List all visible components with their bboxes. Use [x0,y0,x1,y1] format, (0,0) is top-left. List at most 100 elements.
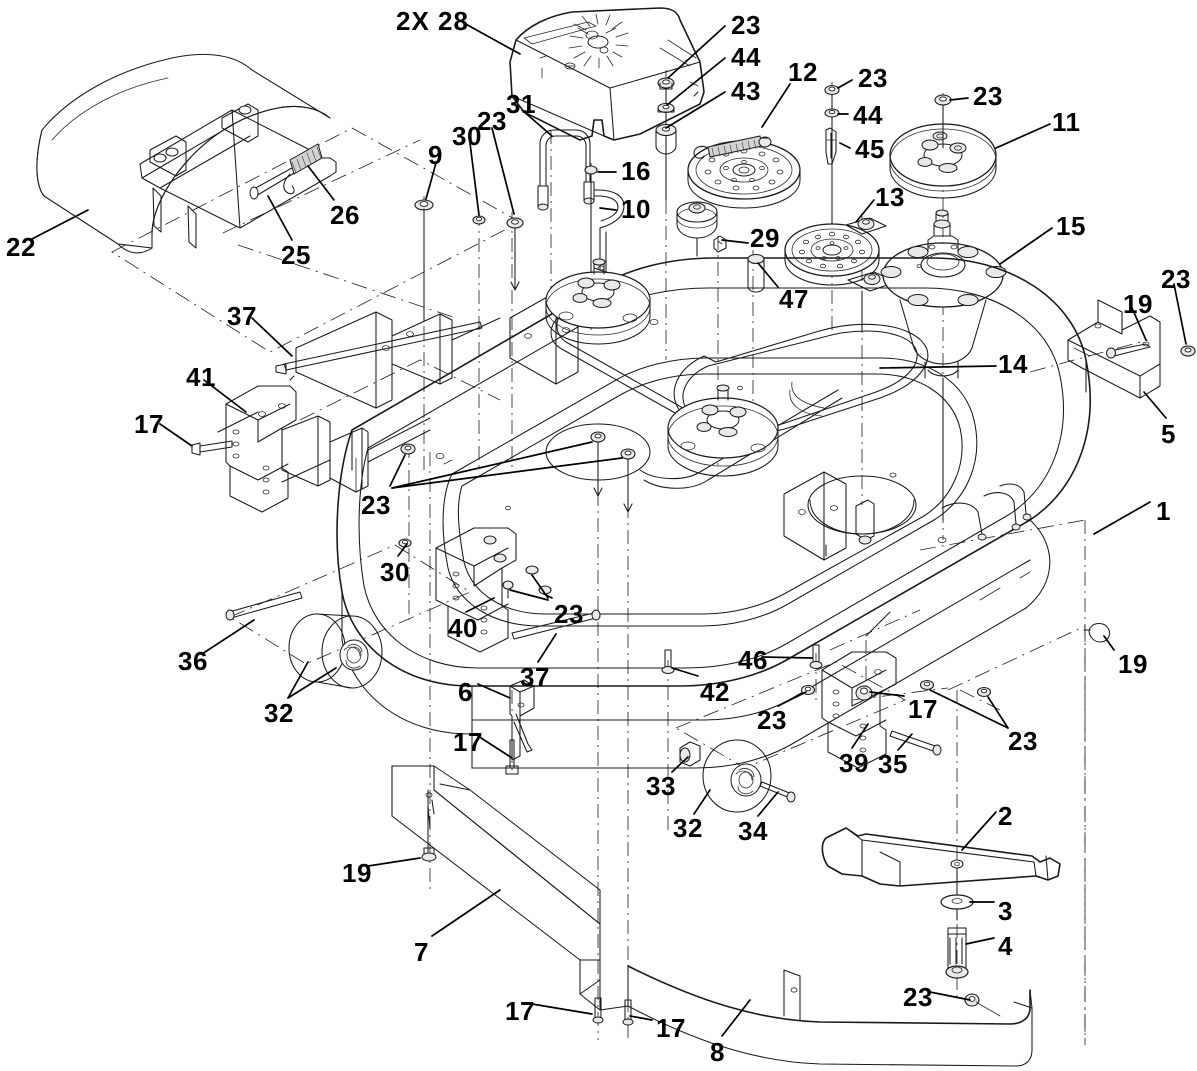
part-23-nuts-bracket40 [502,565,553,601]
part-34-axle [759,781,796,803]
callout-label-32b: 32 [673,813,703,843]
deck-spindle-center [667,384,779,477]
part-2-blade [821,827,1061,887]
part-23-nut-mid-2 [590,431,606,497]
part-3-washer [940,894,974,910]
part-6-bracket [505,679,535,775]
part-44-washer-stack [657,102,675,114]
part-23-nut-lc-2 [919,679,935,691]
callout-label-36: 36 [178,646,208,676]
part-29-clip [713,235,727,253]
callout-label-45: 45 [855,134,885,164]
part-23-nut-stack-2 [824,84,840,96]
callout-label-23j: 23 [903,982,933,1012]
callout-label-2: 2 [998,801,1013,831]
idler-spring [693,135,772,159]
part-group-16-10 [584,165,625,301]
callout-label-44b: 44 [853,100,883,130]
part-17-bolt-left [191,440,233,456]
part-7-rear-bar [391,765,634,1026]
part-28-belt-cover [509,7,705,141]
fastener-group-lower-center [661,644,1009,729]
callout-label-23: 23 [731,10,761,40]
part-12-idler-pulley [687,135,801,209]
callout-label-17c: 17 [908,694,938,724]
callout-label-33: 33 [646,771,676,801]
callout-label-11: 11 [1052,107,1081,137]
callout-label-37b: 37 [520,662,550,692]
callout-label-29: 29 [750,223,780,253]
callout-label-17a: 17 [134,409,164,439]
callout-label-41: 41 [186,362,216,392]
callout-label-31: 31 [506,89,536,119]
fastener-group-top-left [414,199,524,321]
callout-label-30b: 30 [380,557,410,587]
callout-label-43: 43 [731,76,761,106]
part-45-bracket [825,127,837,165]
part-23-nut-mid-3 [620,448,636,513]
part-4-bolt [945,927,969,979]
callout-label-39: 39 [839,748,869,778]
part-17-bolts-bottom [592,997,634,1026]
callout-label-23e: 23 [1161,264,1191,294]
callout-label-46: 46 [738,645,768,675]
callout-label-17d: 17 [505,996,535,1026]
callout-label-3: 3 [998,896,1013,926]
callout-label-17b: 17 [453,727,483,757]
part-23-nut-right [1180,345,1196,357]
callout-label-23h: 23 [757,705,787,735]
callout-label-26: 26 [330,200,360,230]
callout-label-23b: 23 [858,63,888,93]
part-19-pin-right [1106,343,1151,359]
part-47-spacer [747,253,765,293]
callout-label-19a: 19 [1123,289,1153,319]
part-group-deflector-hardware [139,103,337,249]
part-44-washer-stack-2 [824,108,840,118]
part-23-nut-pulley11 [934,94,952,106]
callout-leader-lines [29,21,1187,1037]
part-35-bolt [889,730,942,756]
part-23-nut-lc-3 [976,686,992,698]
callout-label-32a: 32 [264,698,294,728]
callout-label-30a: 30 [452,121,482,151]
callout-label-7: 7 [414,937,429,967]
callout-label-19b: 19 [1118,649,1148,679]
callout-label-12: 12 [788,57,818,87]
part-23-nut-rear-shield [964,993,1001,1017]
callout-label-23f: 23 [361,490,391,520]
part-39-caster-bracket [821,611,942,769]
callout-label-34: 34 [738,816,768,846]
callout-label-1: 1 [1156,496,1171,526]
callout-label-23g: 23 [554,599,584,629]
fastener-stack-43-44-23 [655,77,677,201]
callout-label-17e: 17 [656,1013,686,1043]
callout-label-40: 40 [448,613,478,643]
part-11-pulley [889,94,997,199]
part-42-bolt [661,649,675,674]
part-23-nut-mid-1 [400,443,416,455]
callout-label-8: 8 [710,1037,725,1067]
part-40-bracket [398,527,553,653]
callout-label-23i: 23 [1008,726,1038,756]
cover-vent-rosette [568,13,629,69]
part-9-bolt [414,199,434,321]
fastener-group-mid [389,431,636,513]
callout-label-35: 35 [878,749,908,779]
deck-spindle-left [545,258,651,345]
part-30-nut-top [472,215,486,225]
callout-label-37a: 37 [227,301,257,331]
deck-idler-small [676,201,718,257]
callout-label-16: 16 [621,156,651,186]
callout-label-5: 5 [1161,419,1176,449]
part-15-spindle [880,209,1007,521]
part-23-nut-top [506,217,524,291]
part-5-bracket [1067,299,1196,399]
part-8-rear-shield [627,965,1033,1067]
callout-label-10: 10 [621,194,651,224]
part-19-bolt-rear [421,789,437,862]
callout-label-23c: 23 [973,81,1003,111]
callout-label-9: 9 [428,140,443,170]
callout-label-22: 22 [6,232,36,262]
